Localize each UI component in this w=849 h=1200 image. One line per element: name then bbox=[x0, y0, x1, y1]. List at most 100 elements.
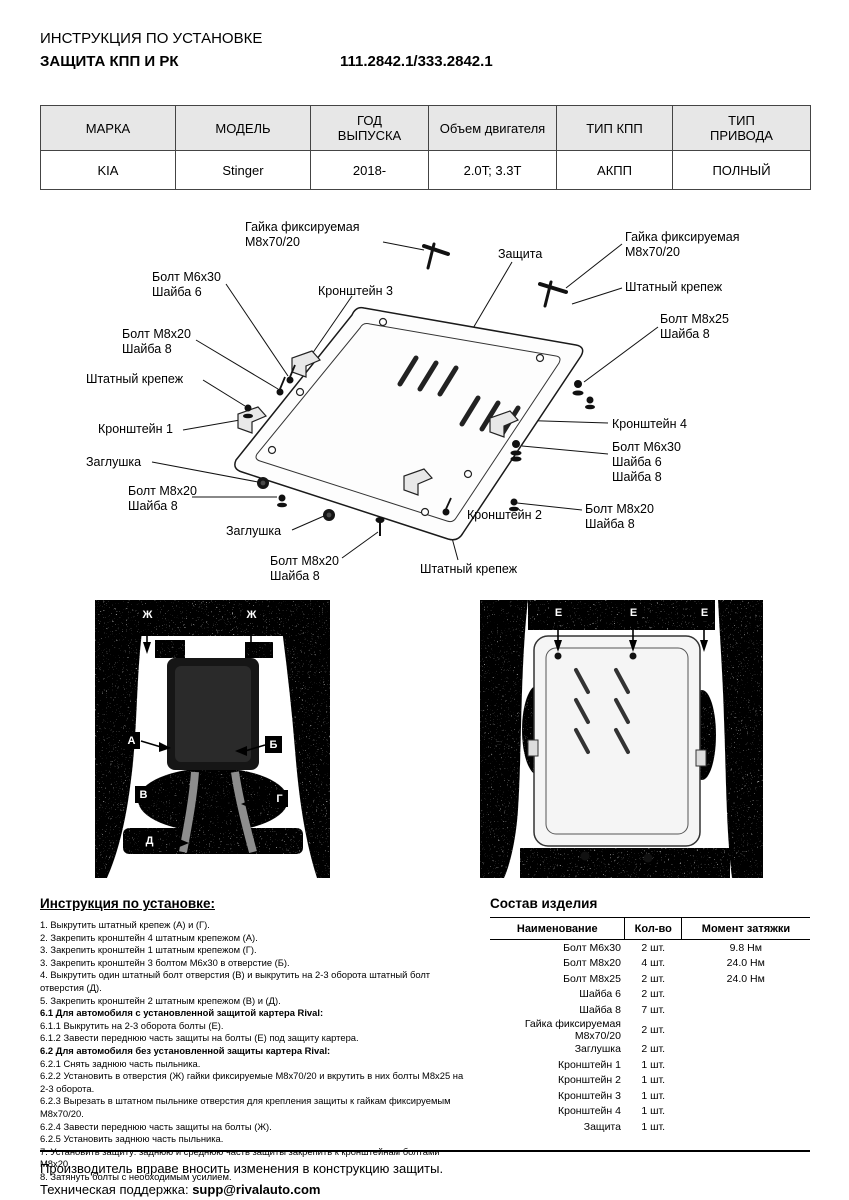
part-qty: 2 шт. bbox=[641, 941, 666, 954]
location-marker: Г bbox=[271, 790, 288, 807]
installation-photo-right: Е Е Е bbox=[480, 600, 763, 878]
location-marker: Е bbox=[550, 604, 567, 621]
callout-label: Кронштейн 1 bbox=[98, 422, 173, 436]
part-torque bbox=[682, 1002, 810, 1018]
callout-label: Заглушка bbox=[86, 455, 142, 469]
plate-installed-photo bbox=[480, 600, 763, 878]
part-qty: 2 шт. bbox=[641, 972, 666, 985]
callout-label: Болт М6х30 Шайба 6 bbox=[152, 270, 221, 299]
parts-row: Болт М6х30 2 шт. 9.8 Нм bbox=[490, 940, 810, 956]
spec-brand: KIA bbox=[40, 150, 176, 190]
instructions-section: Инструкция по установке: 1. Выкрутить шт… bbox=[40, 896, 470, 1183]
spec-header-drive: ТИП ПРИВОДА bbox=[672, 105, 811, 151]
parts-header-name: Наименование bbox=[490, 917, 625, 940]
callout-label: Заглушка bbox=[226, 524, 282, 538]
instruction-step: 3. Закрепить кронштейн 1 штатным крепежо… bbox=[40, 944, 257, 956]
spec-header-brand: МАРКА bbox=[40, 105, 176, 151]
part-name: Защита bbox=[583, 1120, 621, 1133]
parts-header-qty: Кол-во bbox=[624, 917, 682, 940]
instruction-step: 6.1.1 Выкрутить на 2-3 оборота болты (Е)… bbox=[40, 1019, 224, 1031]
spec-model: Stinger bbox=[175, 150, 311, 190]
instruction-step: 6.2.3 Вырезать в штатном пыльнике отверс… bbox=[40, 1095, 451, 1119]
part-torque bbox=[682, 1073, 810, 1089]
spec-header-model: МОДЕЛЬ bbox=[175, 105, 311, 151]
callout-label: Кронштейн 4 bbox=[612, 417, 687, 431]
callout-label: Болт М6х30 Шайба 6 Шайба 8 bbox=[612, 440, 681, 484]
part-torque: 9.8 Нм bbox=[729, 941, 762, 954]
part-torque bbox=[682, 1104, 810, 1120]
callout-label: Защита bbox=[498, 247, 543, 261]
location-marker: Д bbox=[141, 832, 158, 849]
instruction-step: 1. Выкрутить штатный крепеж (А) и (Г). bbox=[40, 919, 210, 930]
part-name: Болт М6х30 bbox=[563, 941, 621, 954]
callout-label: Штатный крепеж bbox=[86, 372, 184, 386]
spec-header-year: ГОД ВЫПУСКА bbox=[310, 105, 429, 151]
spec-drive: ПОЛНЫЙ bbox=[672, 150, 811, 190]
document-footer: Производитель вправе вносить изменения в… bbox=[40, 1150, 810, 1197]
instruction-step: 6.2.2 Установить в отверстия (Ж) гайки ф… bbox=[40, 1070, 464, 1094]
part-qty: 1 шт. bbox=[641, 1058, 666, 1071]
spec-engine: 2.0T; 3.3T bbox=[428, 150, 557, 190]
instruction-step: 6.2 Для автомобиля без установленной защ… bbox=[40, 1044, 331, 1056]
callout-label: Болт М8х25 Шайба 8 bbox=[660, 312, 729, 341]
parts-row: Кронштейн 2 1 шт. bbox=[490, 1073, 810, 1089]
exploded-diagram: Гайка фиксируемая М8х70/20 Защита Гайка … bbox=[0, 212, 849, 604]
instruction-step: 6.1.2 Завести переднюю часть защиты на б… bbox=[40, 1032, 359, 1044]
installation-photo-left: Ж Ж А Б В Г Д bbox=[95, 600, 330, 878]
instruction-step: 6.2.1 Снять заднюю часть пыльника. bbox=[40, 1057, 201, 1069]
instruction-step: 2. Закрепить кронштейн 4 штатным крепежо… bbox=[40, 931, 258, 943]
part-name: Болт М8х25 bbox=[563, 972, 621, 985]
instruction-step: 8. Затянуть болты с необходимым усилием. bbox=[40, 1170, 232, 1182]
part-name: Болт М8х20 bbox=[563, 957, 621, 970]
part-torque bbox=[682, 1088, 810, 1104]
parts-section: Состав изделия Наименование Кол-во Момен… bbox=[490, 896, 810, 1135]
part-qty: 1 шт. bbox=[641, 1074, 666, 1087]
callout-label: Гайка фиксируемая М8х70/20 bbox=[245, 220, 360, 249]
parts-row: Шайба 8 7 шт. bbox=[490, 1002, 810, 1018]
part-qty: 2 шт. bbox=[641, 988, 666, 1001]
instruction-step: 6.1 Для автомобиля с установленной защит… bbox=[40, 1007, 324, 1019]
spec-row: KIA Stinger 2018- 2.0T; 3.3T АКПП ПОЛНЫЙ bbox=[40, 150, 811, 190]
part-qty: 2 шт. bbox=[641, 1023, 666, 1036]
car-underside-photo bbox=[95, 600, 330, 878]
spec-table: МАРКА МОДЕЛЬ ГОД ВЫПУСКА Объем двигателя… bbox=[40, 105, 811, 190]
part-torque: 24.0 Нм bbox=[726, 957, 765, 970]
spec-year: 2018- bbox=[310, 150, 429, 190]
callout-label: Болт М8х20 Шайба 8 bbox=[585, 502, 654, 531]
part-name: Кронштейн 2 bbox=[557, 1074, 621, 1087]
part-name: Шайба 8 bbox=[579, 1003, 621, 1016]
instruction-step: 6.2.4 Завести переднюю часть защиты на б… bbox=[40, 1120, 272, 1132]
callout-label: Гайка фиксируемая М8х70/20 bbox=[625, 230, 740, 259]
location-marker: Ж bbox=[139, 606, 156, 623]
exploded-view-drawing bbox=[151, 241, 659, 561]
part-qty: 1 шт. bbox=[641, 1089, 666, 1102]
spec-gearbox: АКПП bbox=[556, 150, 673, 190]
part-name: Шайба 6 bbox=[579, 988, 621, 1001]
part-qty: 7 шт. bbox=[641, 1003, 666, 1016]
support-email: supp@rivalauto.com bbox=[192, 1182, 321, 1197]
part-torque bbox=[682, 1018, 810, 1042]
callout-label: Штатный крепеж bbox=[625, 280, 723, 294]
instruction-step: 3. Закрепить кронштейн 3 болтом М6х30 в … bbox=[40, 956, 290, 968]
instruction-step: 4. Выкрутить один штатный болт отверстия… bbox=[40, 969, 431, 993]
part-number: 111.2842.1/333.2842.1 bbox=[340, 53, 493, 70]
location-marker: Ж bbox=[243, 606, 260, 623]
installation-photos: Ж Ж А Б В Г Д bbox=[0, 600, 849, 882]
instruction-step: 6.2.5 Установить заднюю часть пыльника. bbox=[40, 1133, 224, 1145]
parts-header-torque: Момент затяжки bbox=[681, 917, 810, 940]
part-torque bbox=[682, 1119, 810, 1135]
callout-label: Кронштейн 3 bbox=[318, 284, 393, 298]
part-qty: 2 шт. bbox=[641, 1043, 666, 1056]
location-marker: В bbox=[135, 786, 152, 803]
part-torque bbox=[682, 1057, 810, 1073]
instructions-heading: Инструкция по установке: bbox=[40, 896, 215, 911]
support-label: Техническая поддержка: bbox=[40, 1182, 193, 1197]
part-name: Кронштейн 4 bbox=[557, 1105, 621, 1118]
footer-support-line: Техническая поддержка: supp@rivalauto.co… bbox=[40, 1182, 810, 1197]
